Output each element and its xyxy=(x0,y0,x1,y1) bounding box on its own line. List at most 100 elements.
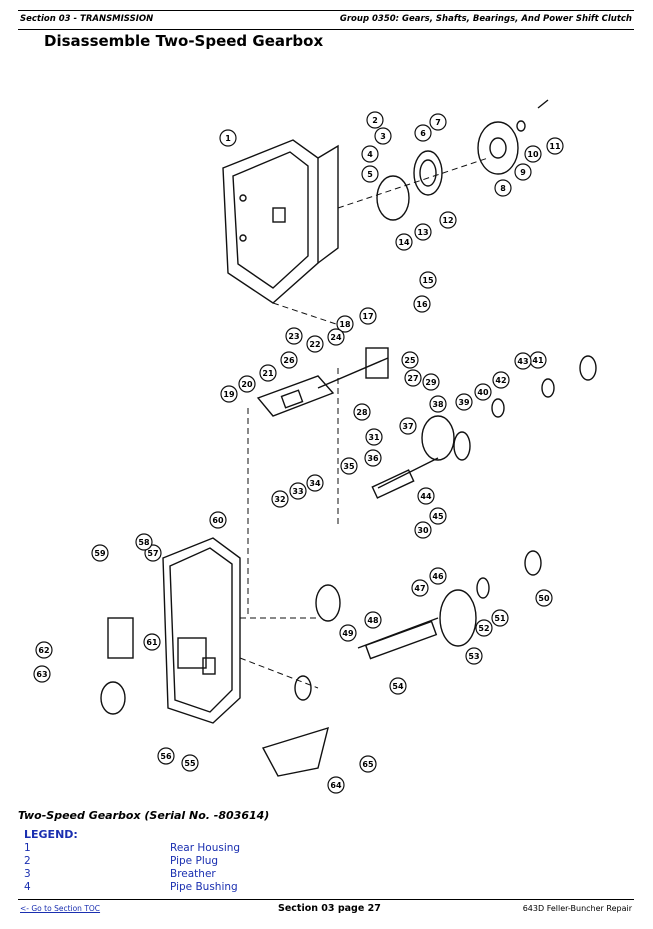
callout-49: 49 xyxy=(339,624,357,642)
section-toc-link[interactable]: <- Go to Section TOC xyxy=(20,904,101,913)
callout-44: 44 xyxy=(417,487,435,505)
callout-number: 19 xyxy=(223,390,235,399)
callout-number: 21 xyxy=(262,369,274,378)
callout-circle xyxy=(259,364,277,382)
callout-number: 14 xyxy=(398,238,410,247)
document-title: 643D Feller-Buncher Repair xyxy=(522,904,632,913)
callout-22: 22 xyxy=(306,335,324,353)
callout-number: 52 xyxy=(478,624,489,633)
callout-circle xyxy=(514,352,532,370)
callout-circle xyxy=(306,474,324,492)
callout-47: 47 xyxy=(411,579,429,597)
callout-number: 36 xyxy=(367,454,379,463)
callout-number: 27 xyxy=(407,374,418,383)
callout-number: 35 xyxy=(343,462,355,471)
callout-9: 9 xyxy=(514,163,532,181)
callout-62: 62 xyxy=(35,641,53,659)
callout-number: 44 xyxy=(420,492,432,501)
callout-circle xyxy=(285,327,303,345)
callout-57: 57 xyxy=(144,544,162,562)
callout-number: 55 xyxy=(184,759,196,768)
page-number: Section 03 page 27 xyxy=(278,903,381,914)
callout-number: 26 xyxy=(283,356,295,365)
callout-53: 53 xyxy=(465,647,483,665)
callout-number: 30 xyxy=(417,526,429,535)
legend-number: 4 xyxy=(24,881,31,893)
callout-circle xyxy=(33,665,51,683)
callout-10: 10 xyxy=(524,145,542,163)
callout-17: 17 xyxy=(359,307,377,325)
callout-circle xyxy=(327,328,345,346)
callout-number: 60 xyxy=(212,516,224,525)
callout-number: 11 xyxy=(549,142,561,151)
callout-circle xyxy=(455,393,473,411)
callout-circle xyxy=(404,369,422,387)
callout-circle xyxy=(91,544,109,562)
callout-number: 22 xyxy=(309,340,320,349)
callout-number: 57 xyxy=(147,549,158,558)
callout-number: 63 xyxy=(36,670,47,679)
callout-number: 45 xyxy=(432,512,444,521)
callout-circle xyxy=(157,747,175,765)
callout-number: 50 xyxy=(538,594,550,603)
callout-number: 25 xyxy=(404,356,416,365)
callout-circle xyxy=(414,521,432,539)
callout-36: 36 xyxy=(364,449,382,467)
legend-part-name: Pipe Plug xyxy=(170,855,219,867)
callout-circle xyxy=(474,383,492,401)
callout-38: 38 xyxy=(429,395,447,413)
callout-number: 20 xyxy=(241,380,253,389)
legend-item: 1 Rear Housing xyxy=(24,842,424,855)
callout-number: 29 xyxy=(425,378,437,387)
callout-circle xyxy=(271,490,289,508)
callout-number: 42 xyxy=(495,376,506,385)
callout-43: 43 xyxy=(514,352,532,370)
legend-part-name: Pipe Bushing xyxy=(170,881,238,893)
callout-3: 3 xyxy=(374,127,392,145)
callout-number: 54 xyxy=(392,682,404,691)
legend-number: 1 xyxy=(24,842,31,854)
callout-circle xyxy=(238,375,256,393)
legend-part-name: Rear Housing xyxy=(170,842,241,854)
legend-number: 2 xyxy=(24,855,31,867)
callout-circle xyxy=(417,487,435,505)
callout-64: 64 xyxy=(327,776,345,794)
callout-45: 45 xyxy=(429,507,447,525)
callout-circle xyxy=(359,307,377,325)
callout-number: 41 xyxy=(532,356,544,365)
callout-number: 3 xyxy=(380,132,386,141)
callout-number: 12 xyxy=(442,216,453,225)
callout-40: 40 xyxy=(474,383,492,401)
callout-20: 20 xyxy=(238,375,256,393)
callout-circle xyxy=(414,124,432,142)
callout-number: 33 xyxy=(292,487,303,496)
legend-list: 1 Rear Housing 2 Pipe Plug 3 Breather 4 … xyxy=(24,842,424,894)
callout-number: 56 xyxy=(160,752,172,761)
callout-circle xyxy=(414,223,432,241)
callout-circle xyxy=(413,295,431,313)
page-title: Disassemble Two-Speed Gearbox xyxy=(44,32,324,50)
callout-number: 31 xyxy=(368,433,380,442)
callout-circle xyxy=(361,165,379,183)
callout-number: 38 xyxy=(432,400,444,409)
callout-circle xyxy=(439,211,457,229)
callout-number: 8 xyxy=(500,184,506,193)
callout-circle xyxy=(492,371,510,389)
callout-circle xyxy=(340,457,358,475)
callout-number: 4 xyxy=(367,150,373,159)
callout-30: 30 xyxy=(414,521,432,539)
callout-number: 61 xyxy=(146,638,158,647)
callout-circle xyxy=(475,619,493,637)
callout-31: 31 xyxy=(365,428,383,446)
callout-33: 33 xyxy=(289,482,307,500)
callout-12: 12 xyxy=(439,211,457,229)
callout-61: 61 xyxy=(143,633,161,651)
callout-circle xyxy=(336,315,354,333)
callout-circle xyxy=(306,335,324,353)
callout-number: 7 xyxy=(435,118,441,127)
callout-number: 2 xyxy=(372,116,378,125)
group-label: Group 0350: Gears, Shafts, Bearings, And… xyxy=(339,14,632,24)
callout-circle xyxy=(365,428,383,446)
callout-number: 49 xyxy=(342,629,354,638)
